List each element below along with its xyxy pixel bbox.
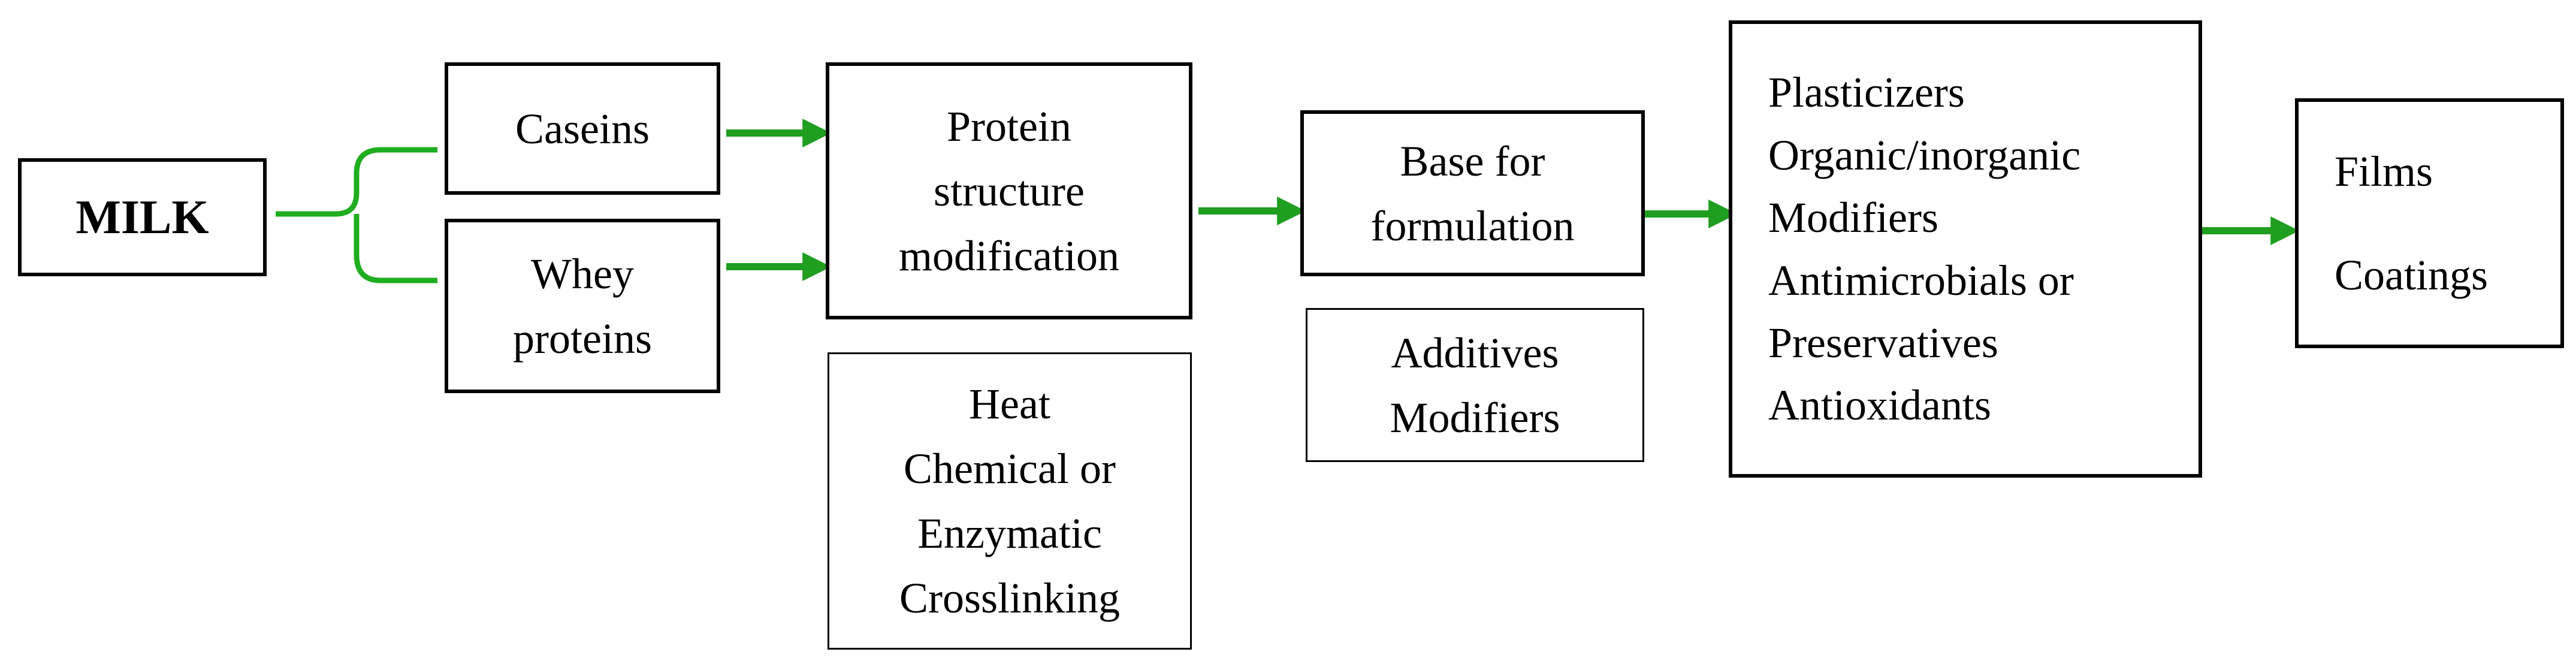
heat-line-1: Heat xyxy=(969,380,1050,428)
plasticizers-line-6: Antioxidants xyxy=(1768,381,1991,430)
plasticizers-line-2: Organic/inorganic xyxy=(1768,131,2081,179)
formulation-components-node: Plasticizers Organic/inorganic Modifiers… xyxy=(1729,20,2202,478)
milk-label: MILK xyxy=(76,191,209,244)
plasticizers-line-4: Antimicrobials or xyxy=(1768,256,2074,304)
additives-line-2: Modifiers xyxy=(1390,393,1560,442)
output-line-2: Coatings xyxy=(2335,250,2489,299)
crosslinking-methods-node: Heat Chemical or Enzymatic Crosslinking xyxy=(828,352,1192,650)
caseins-node: Caseins xyxy=(445,62,720,195)
protein-mod-line-1: Protein xyxy=(947,102,1071,150)
additives-modifiers-node: Additives Modifiers xyxy=(1306,308,1644,462)
heat-line-2: Chemical or xyxy=(904,445,1116,493)
whey-line-2: proteins xyxy=(513,314,652,363)
caseins-label: Caseins xyxy=(515,104,650,153)
films-coatings-node: Films Coatings xyxy=(2295,98,2564,348)
protein-structure-modification-node: Protein structure modification xyxy=(826,62,1192,319)
plasticizers-line-3: Modifiers xyxy=(1768,194,1938,242)
heat-line-4: Crosslinking xyxy=(899,574,1121,622)
base-for-formulation-node: Base for formulation xyxy=(1300,110,1645,276)
additives-line-1: Additives xyxy=(1391,328,1559,377)
heat-line-3: Enzymatic xyxy=(917,509,1102,557)
base-line-1: Base for xyxy=(1400,137,1545,185)
protein-mod-line-2: structure xyxy=(934,167,1085,215)
whey-line-1: Whey xyxy=(531,249,634,298)
milk-split-bracket xyxy=(276,147,437,283)
plasticizers-line-1: Plasticizers xyxy=(1768,68,1965,117)
protein-mod-line-3: modification xyxy=(899,231,1119,280)
base-line-2: formulation xyxy=(1370,201,1575,250)
milk-node: MILK xyxy=(18,158,267,276)
plasticizers-line-5: Preservatives xyxy=(1768,318,1998,367)
output-line-1: Films xyxy=(2335,147,2433,195)
whey-proteins-node: Whey proteins xyxy=(445,219,720,393)
